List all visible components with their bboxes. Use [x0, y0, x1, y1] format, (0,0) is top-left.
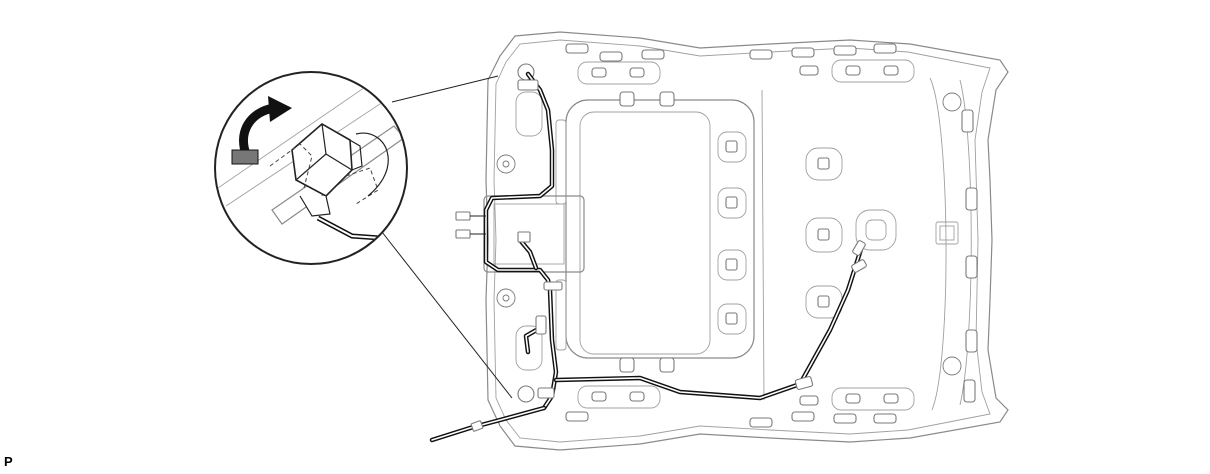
left-side-fittings — [483, 63, 585, 403]
disconnect-arrow-icon — [231, 96, 292, 165]
roof-wire-harness — [429, 71, 867, 443]
headliner-panel — [485, 31, 1009, 451]
connector-detail-callout — [214, 71, 513, 399]
rear-roof-clips — [805, 147, 897, 319]
sunroof-opening — [555, 91, 755, 373]
reference-label: P — [4, 454, 13, 469]
